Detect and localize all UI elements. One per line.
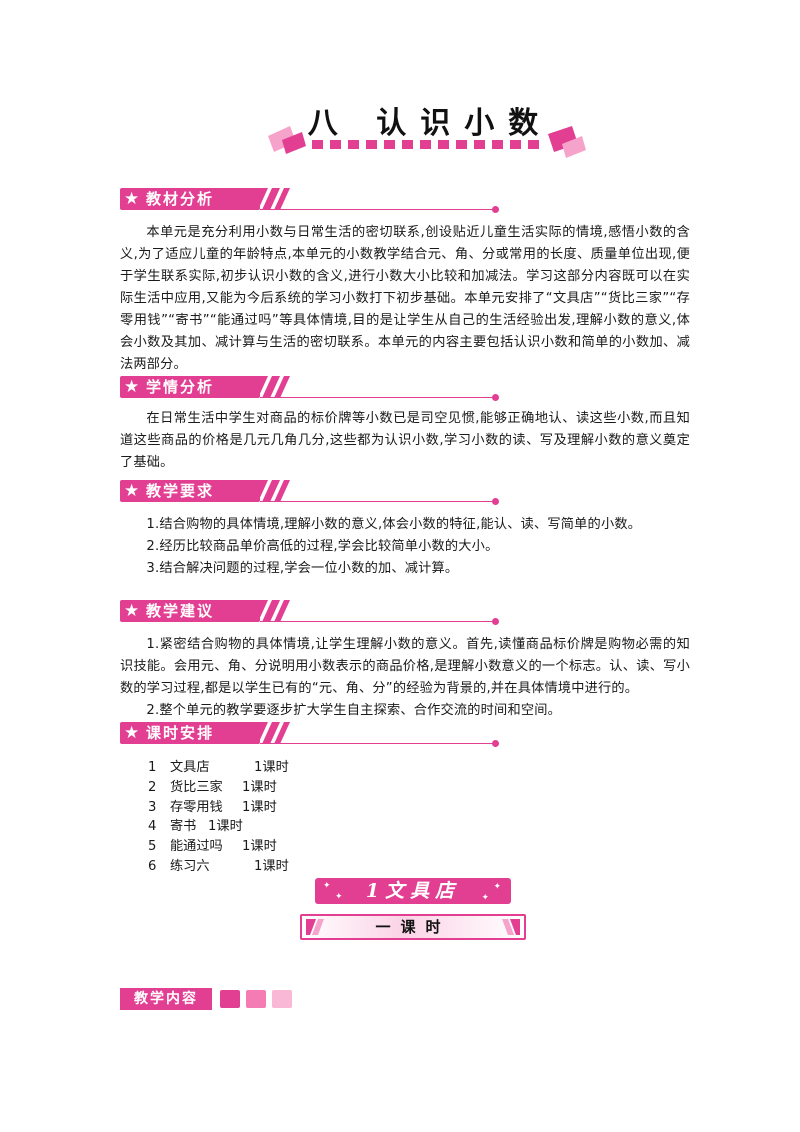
title-decoration bbox=[268, 126, 586, 158]
section-pill: ★ 学情分析 bbox=[120, 376, 260, 398]
section-header-teaching-requirements: ★ 教学要求 bbox=[120, 480, 499, 506]
section-divider bbox=[260, 209, 494, 210]
schedule-hours: 1课时 bbox=[242, 779, 277, 795]
schedule-hours: 1课时 bbox=[254, 858, 289, 874]
section-dot bbox=[492, 206, 499, 213]
section-header-textbook-analysis: ★ 教材分析 bbox=[120, 188, 499, 214]
star-icon: ★ bbox=[124, 723, 140, 743]
schedule-num: 3 bbox=[148, 799, 157, 815]
schedule-name: 练习六 bbox=[170, 858, 210, 874]
star-icon: ★ bbox=[124, 601, 140, 621]
schedule-name: 存零用钱 bbox=[170, 799, 223, 815]
section-heading: 教学建议 bbox=[146, 602, 215, 620]
teaching-content-label: 教学内容 bbox=[120, 988, 212, 1010]
section-divider bbox=[260, 621, 494, 622]
schedule-num: 4 bbox=[148, 819, 157, 835]
section-divider bbox=[260, 743, 494, 744]
schedule-num: 5 bbox=[148, 839, 157, 855]
lesson-title-banner: ✦ ✦ ✦ ✦ 1文具店 bbox=[315, 878, 511, 904]
schedule-hours: 1课时 bbox=[254, 760, 289, 775]
period-decoration-right bbox=[502, 919, 520, 935]
chapter-title: 八 认识小数 bbox=[307, 106, 553, 141]
section-dot bbox=[492, 498, 499, 505]
lesson-period-banner: 一课时 bbox=[300, 914, 526, 940]
period-decoration-left bbox=[306, 919, 324, 935]
title-band-squares bbox=[312, 140, 539, 149]
schedule-name: 货比三家 bbox=[170, 779, 223, 795]
schedule-row: 2 货比三家 1课时 bbox=[148, 778, 289, 798]
section-body-teaching-suggestions: 1.紧密结合购物的具体情境,让学生理解小数的意义。首先,读懂商品标价牌是购物必需… bbox=[120, 634, 690, 722]
schedule-hours: 1课时 bbox=[208, 819, 243, 835]
section-body-textbook-analysis: 本单元是充分利用小数与日常生活的密切联系,创设贴近儿童生活实际的情境,感悟小数的… bbox=[120, 222, 690, 376]
paragraph: 在日常生活中学生对商品的标价牌等小数已是司空见惯,能够正确地认、读这些小数,而且… bbox=[120, 411, 690, 470]
slash-decoration bbox=[254, 722, 290, 744]
section-divider bbox=[260, 501, 494, 502]
paragraph: 2.整个单元的教学要逐步扩大学生自主探索、合作交流的时间和空间。 bbox=[146, 703, 561, 718]
slash-decoration bbox=[254, 600, 290, 622]
schedule-row: 3 存零用钱 1课时 bbox=[148, 798, 289, 818]
requirement-item: 3.结合解决问题的过程,学会一位小数的加、减计算。 bbox=[146, 561, 459, 576]
section-pill: ★ 教学要求 bbox=[120, 480, 260, 502]
title-band-left-block-2 bbox=[282, 132, 306, 154]
schedule-list: 1 文具店 1课时 2 货比三家 1课时 3 存零用钱 1课时 4 寄书 1课时… bbox=[148, 758, 289, 877]
star-icon: ★ bbox=[124, 481, 140, 501]
section-heading: 课时安排 bbox=[146, 724, 215, 742]
requirement-item: 2.经历比较商品单价高低的过程,学会比较简单小数的大小。 bbox=[146, 539, 499, 554]
section-body-learning-analysis: 在日常生活中学生对商品的标价牌等小数已是司空见惯,能够正确地认、读这些小数,而且… bbox=[120, 408, 690, 474]
section-header-schedule: ★ 课时安排 bbox=[120, 722, 499, 748]
sparkle-icon: ✦ bbox=[481, 893, 489, 903]
section-heading: 学情分析 bbox=[146, 378, 215, 396]
star-icon: ★ bbox=[124, 189, 140, 209]
section-heading: 教学要求 bbox=[146, 482, 215, 500]
schedule-name: 文具店 bbox=[170, 760, 210, 775]
schedule-hours: 1课时 bbox=[242, 839, 277, 855]
paragraph: 本单元是充分利用小数与日常生活的密切联系,创设贴近儿童生活实际的情境,感悟小数的… bbox=[120, 225, 690, 372]
sparkle-icon: ✦ bbox=[335, 892, 343, 902]
section-header-learning-analysis: ★ 学情分析 bbox=[120, 376, 499, 402]
sparkle-icon: ✦ bbox=[493, 882, 501, 892]
section-pill: ★ 教材分析 bbox=[120, 188, 260, 210]
star-icon: ★ bbox=[124, 377, 140, 397]
slash-decoration bbox=[254, 480, 290, 502]
slash-decoration bbox=[254, 376, 290, 398]
section-pill: ★ 教学建议 bbox=[120, 600, 260, 622]
section-header-teaching-suggestions: ★ 教学建议 bbox=[120, 600, 499, 626]
decor-square bbox=[272, 990, 292, 1008]
sparkle-icon: ✦ bbox=[323, 881, 331, 891]
slash-decoration bbox=[254, 188, 290, 210]
lesson-period: 一课时 bbox=[375, 918, 451, 936]
schedule-row: 1 文具店 1课时 bbox=[148, 758, 289, 778]
schedule-row: 4 寄书 1课时 bbox=[148, 817, 289, 837]
schedule-name: 寄书 bbox=[170, 819, 197, 835]
schedule-row: 6 练习六 1课时 bbox=[148, 857, 289, 877]
section-body-teaching-requirements: 1.结合购物的具体情境,理解小数的意义,体会小数的特征,能认、读、写简单的小数。… bbox=[120, 514, 690, 580]
lesson-title: 1文具店 bbox=[365, 880, 461, 902]
schedule-name: 能通过吗 bbox=[170, 839, 223, 855]
section-dot bbox=[492, 394, 499, 401]
schedule-num: 1 bbox=[148, 760, 157, 775]
requirement-item: 1.结合购物的具体情境,理解小数的意义,体会小数的特征,能认、读、写简单的小数。 bbox=[146, 517, 642, 532]
title-band-right-block-2 bbox=[562, 136, 586, 158]
section-dot bbox=[492, 618, 499, 625]
section-heading: 教材分析 bbox=[146, 190, 215, 208]
decor-square bbox=[246, 990, 266, 1008]
schedule-row: 5 能通过吗 1课时 bbox=[148, 837, 289, 857]
decor-square bbox=[220, 990, 240, 1008]
schedule-hours: 1课时 bbox=[242, 799, 277, 815]
section-divider bbox=[260, 397, 494, 398]
schedule-num: 6 bbox=[148, 858, 157, 874]
schedule-num: 2 bbox=[148, 779, 157, 795]
section-dot bbox=[492, 740, 499, 747]
title-band-left-block bbox=[268, 126, 296, 152]
paragraph: 1.紧密结合购物的具体情境,让学生理解小数的意义。首先,读懂商品标价牌是购物必需… bbox=[120, 637, 690, 696]
section-pill: ★ 课时安排 bbox=[120, 722, 260, 744]
